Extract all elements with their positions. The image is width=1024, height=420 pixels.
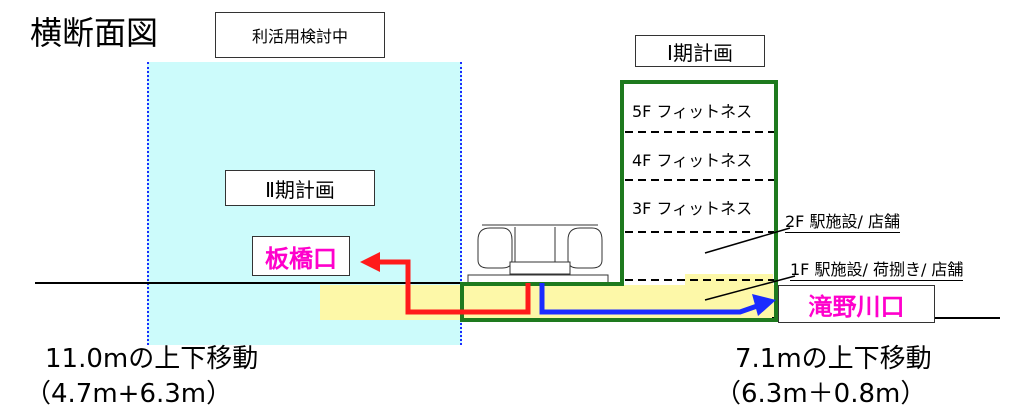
exit-right-text: 滝野川口 [808, 292, 905, 321]
phase1-label-box: Ⅰ期計画 [635, 35, 765, 67]
route-arrow-left [375, 259, 531, 315]
left-move-text: 11.0mの上下移動 [45, 344, 259, 374]
arrowhead-right [752, 294, 776, 316]
floor-2-label: 2F 駅施設/ 店舗 [785, 208, 900, 233]
exit-right-label: 滝野川口 [778, 285, 935, 323]
study-label-box: 利活用検討中 [215, 12, 385, 58]
title: 横断面図 [30, 14, 159, 52]
study-label: 利活用検討中 [251, 27, 348, 46]
phase1-label: Ⅰ期計画 [667, 40, 733, 65]
floor2-leader [704, 227, 791, 254]
floor-1-label: 1F 駅施設/ 荷捌き/ 店舗 [790, 256, 964, 281]
floor-dividers [625, 131, 775, 281]
phase2-label: Ⅱ期計画 [265, 177, 335, 202]
floor-5-label: 5F フィットネス [632, 102, 753, 121]
underground-passage [320, 285, 775, 320]
arrowhead-left [360, 252, 380, 272]
floor-4-label: 4F フィットネス [632, 151, 753, 170]
right-move-detail: （6.3m＋0.8m） [715, 379, 927, 409]
phase1-building-outline [460, 80, 778, 322]
exit-left-label: 板橋口 [252, 236, 350, 276]
train-icon [467, 224, 609, 284]
right-move-text: 7.1mの上下移動 [735, 344, 932, 374]
left-move-detail: （4.7m+6.3m） [25, 379, 233, 409]
phase2-label-box: Ⅱ期計画 [225, 170, 375, 206]
route-arrow-right [539, 283, 761, 315]
exit-left-text: 板橋口 [265, 244, 337, 273]
floor1-leader [704, 275, 796, 301]
floor-3-label: 3F フィットネス [632, 199, 753, 218]
